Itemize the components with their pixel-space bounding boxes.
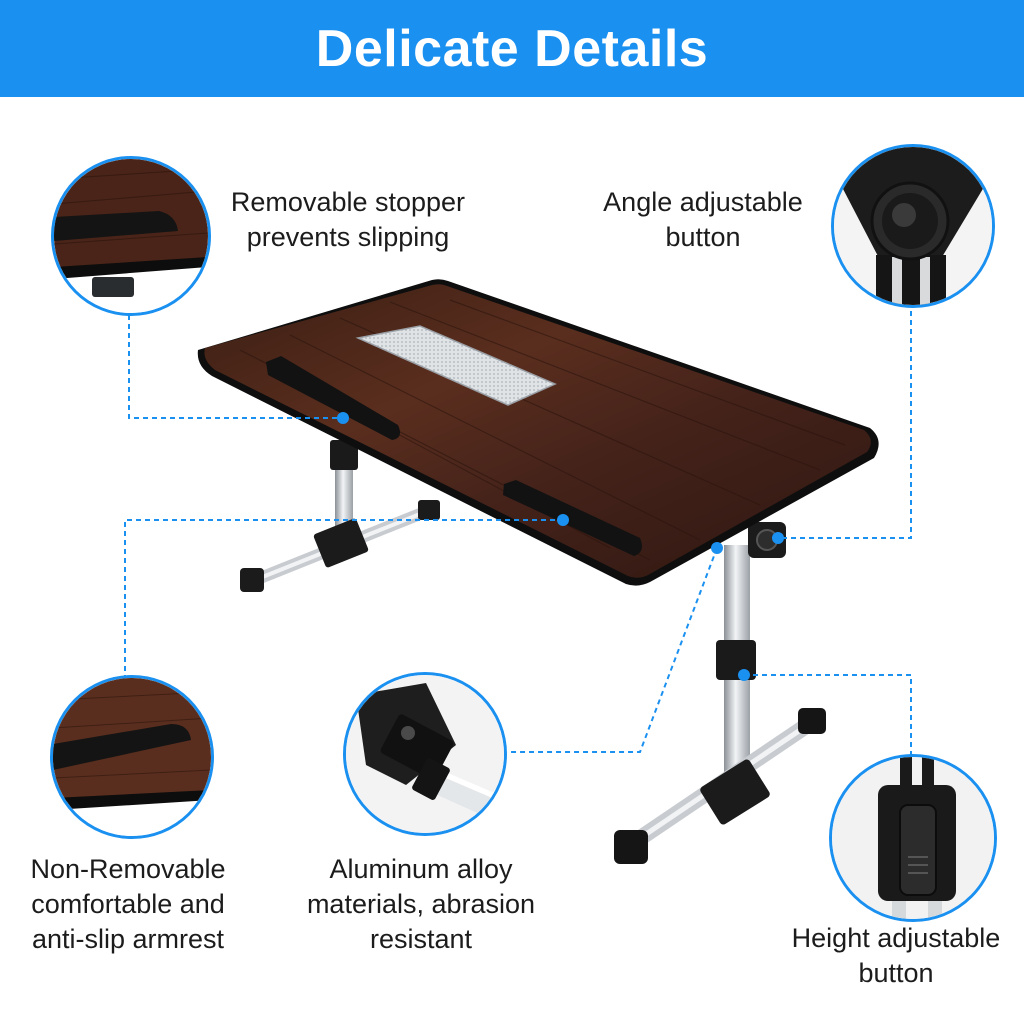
- header-banner: Delicate Details: [0, 0, 1024, 97]
- left-leg: [240, 440, 440, 592]
- height-button-detail-circle: [829, 754, 997, 922]
- aluminum-leg-detail-icon: [346, 675, 504, 833]
- armrest-label: Non-Removable comfortable and anti-slip …: [10, 852, 246, 957]
- callout-dots: [337, 412, 784, 681]
- alloy-label: Aluminum alloy materials, abrasion resis…: [300, 852, 542, 957]
- aluminum-detail-circle: [343, 672, 507, 836]
- alloy-label-line-2: materials, abrasion: [306, 889, 536, 919]
- callout-lines: [124, 302, 912, 760]
- stopper-detail-icon: [54, 159, 208, 313]
- stopper-label-line-2: prevents slipping: [246, 222, 450, 252]
- height-label-line-2: button: [858, 958, 934, 988]
- angle-knob-detail-icon: [834, 147, 992, 305]
- height-button-detail-icon: [832, 757, 994, 919]
- armrest-label-line-2: comfortable and: [31, 889, 225, 919]
- page-title: Delicate Details: [315, 19, 709, 78]
- angle-label: Angle adjustable button: [585, 185, 821, 255]
- angle-label-line-2: button: [665, 222, 741, 252]
- angle-label-line-1: Angle adjustable: [603, 187, 803, 217]
- armrest-label-line-3: anti-slip armrest: [31, 924, 225, 954]
- alloy-label-line-3: resistant: [369, 924, 473, 954]
- table-top: [197, 279, 879, 586]
- right-leg: [614, 522, 826, 864]
- stopper-detail-circle: [51, 156, 211, 316]
- height-label: Height adjustable button: [778, 921, 1014, 991]
- armrest-detail-circle: [50, 675, 214, 839]
- armrest-detail-icon: [53, 678, 211, 836]
- height-label-line-1: Height adjustable: [791, 923, 1001, 953]
- armrest-label-line-1: Non-Removable: [30, 854, 226, 884]
- angle-knob-detail-circle: [831, 144, 995, 308]
- stopper-label-line-1: Removable stopper: [230, 187, 466, 217]
- stopper-label: Removable stopper prevents slipping: [220, 185, 476, 255]
- alloy-label-line-1: Aluminum alloy: [329, 854, 513, 884]
